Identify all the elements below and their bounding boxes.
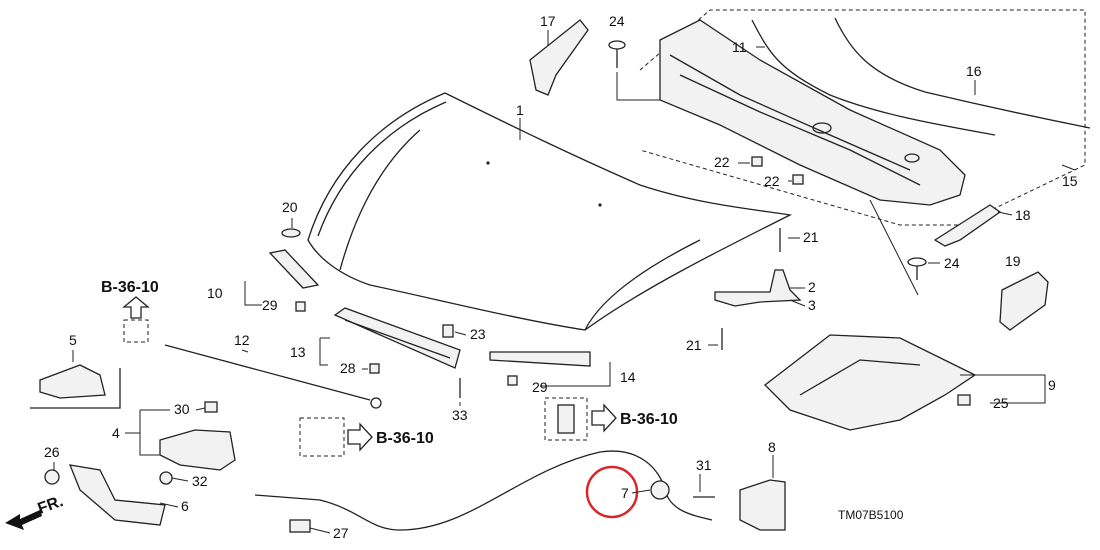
callout-11: 11	[732, 39, 747, 55]
grommet-7	[650, 480, 670, 500]
strip-10	[268, 249, 320, 289]
hood-panel	[307, 92, 793, 331]
clip-29-b	[507, 375, 518, 386]
callout-4: 4	[112, 425, 120, 441]
hinge-2-3	[714, 269, 802, 307]
callout-24-low: 24	[944, 255, 960, 271]
callout-7: 7	[621, 485, 629, 501]
callout-8: 8	[768, 439, 776, 455]
ref-box-top-left	[123, 319, 149, 343]
callout-1: 1	[516, 102, 524, 118]
callout-25: 25	[993, 395, 1009, 411]
splash-shield-9	[764, 334, 977, 431]
diagram-code: TM07B5100	[838, 508, 904, 522]
cowl-seal-11	[751, 19, 996, 136]
callout-32: 32	[192, 473, 208, 489]
callout-5: 5	[69, 332, 77, 348]
callout-23: 23	[470, 326, 486, 342]
callout-31: 31	[696, 457, 712, 473]
cowl-top	[659, 19, 966, 206]
clip-24-top	[608, 40, 626, 68]
front-label: FR.	[36, 493, 66, 518]
callout-21-low: 21	[686, 337, 702, 353]
front-arrow	[5, 510, 42, 530]
callout-3: 3	[808, 297, 816, 313]
lock-4	[159, 401, 236, 485]
callout-29-a: 29	[262, 297, 278, 313]
cowl-seal-16	[834, 17, 1091, 129]
bolt-26	[44, 469, 60, 485]
callout-24-top: 24	[609, 13, 625, 29]
callout-2: 2	[808, 279, 816, 295]
clip-25	[957, 394, 971, 406]
latch-5	[30, 364, 121, 409]
release-cable	[254, 450, 713, 531]
callout-6: 6	[181, 498, 189, 514]
ref-label-top-left: B-36-10	[101, 279, 159, 296]
leader-lines	[53, 30, 1013, 534]
ref-arrow-up	[122, 296, 150, 319]
callout-21-top: 21	[803, 229, 819, 245]
callout-22-a: 22	[714, 154, 730, 170]
callout-28: 28	[340, 360, 356, 376]
ref-arrow-right-mid	[347, 422, 373, 452]
clip-23	[442, 324, 454, 338]
callouts: 1 2 3 4 5 6 7 8 9 10 11 12 13 14 15 16 1…	[44, 13, 1078, 541]
clip-28	[369, 363, 380, 374]
callout-10: 10	[207, 285, 223, 301]
callout-17: 17	[540, 13, 556, 29]
ref-arrow-right	[591, 403, 617, 433]
callout-29-b: 29	[532, 379, 548, 395]
callout-19: 19	[1005, 253, 1021, 269]
bracket-6	[68, 464, 166, 526]
ref-label-middle: B-36-10	[376, 430, 434, 447]
support-rod-12	[164, 344, 371, 401]
cover-19	[999, 271, 1049, 331]
callout-14: 14	[620, 369, 636, 385]
callout-33: 33	[452, 407, 468, 423]
ref-box-right	[544, 397, 588, 441]
callout-20: 20	[282, 199, 298, 215]
clip-22-a	[751, 156, 763, 167]
cowl-box	[639, 9, 1086, 226]
callout-12: 12	[234, 332, 250, 348]
ref-box-middle	[299, 417, 345, 457]
clip-29-a	[295, 301, 306, 312]
clip-24-lower	[907, 257, 927, 280]
callout-15: 15	[1062, 173, 1078, 189]
callout-26: 26	[44, 444, 60, 460]
callout-18: 18	[1015, 207, 1031, 223]
strip-14	[489, 351, 591, 367]
callout-13: 13	[290, 344, 306, 360]
callout-27: 27	[333, 525, 349, 541]
bracket-8	[739, 479, 786, 531]
highlight-circle	[585, 465, 639, 519]
plug-20	[281, 228, 301, 238]
bracket-18	[933, 204, 1002, 247]
ref-label-right: B-36-10	[620, 411, 678, 428]
callout-9: 9	[1048, 377, 1056, 393]
callout-22-b: 22	[764, 173, 780, 189]
side-seal-17	[529, 19, 589, 96]
callout-30: 30	[174, 401, 190, 417]
clip-22-b	[792, 174, 804, 185]
callout-16: 16	[966, 63, 982, 79]
seal-13	[333, 307, 461, 369]
cable-end-27	[289, 519, 311, 533]
